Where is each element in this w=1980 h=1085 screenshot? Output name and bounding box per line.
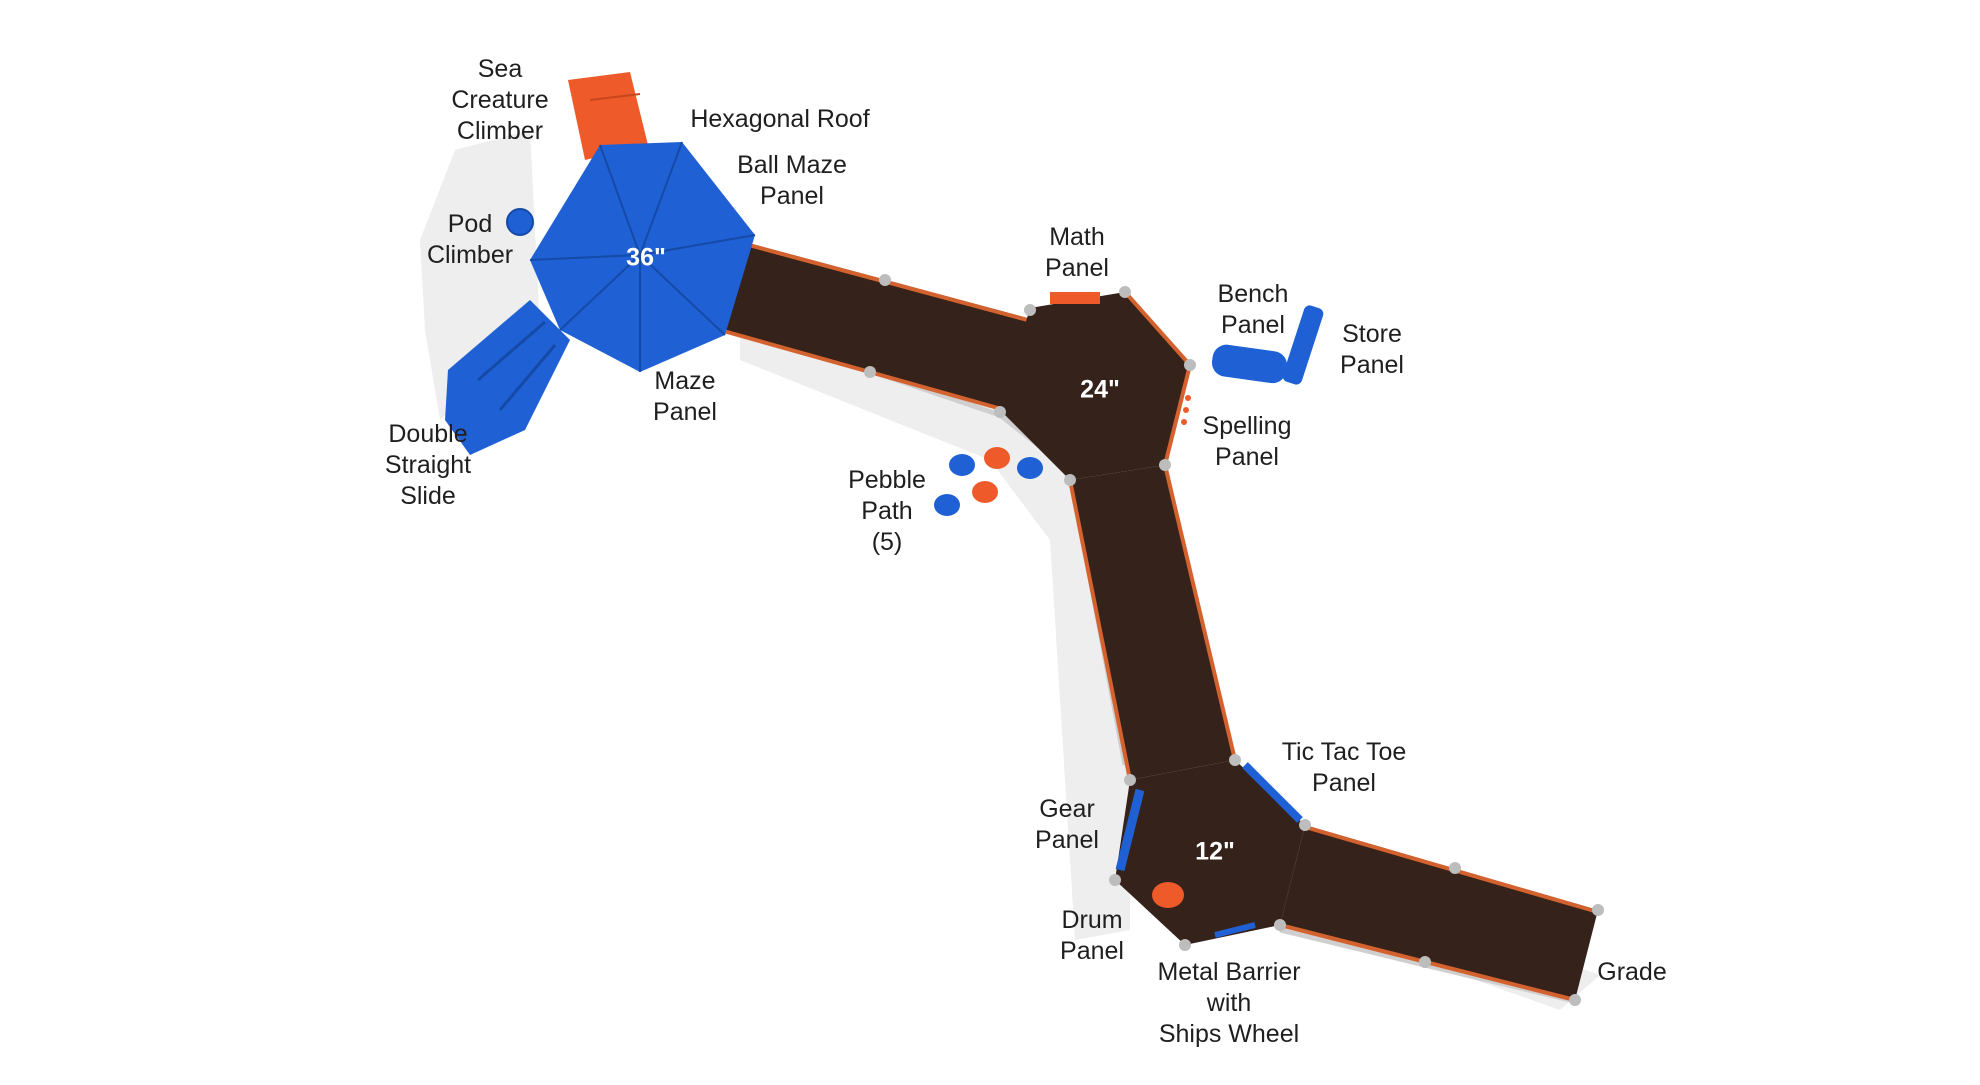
middle-deck-surface (1000, 292, 1190, 480)
bench-panel (1211, 344, 1288, 384)
deck-height-36: 36" (626, 243, 666, 272)
gear-panel (1115, 788, 1145, 872)
label-grade: Grade (1597, 958, 1667, 986)
sea-creature-climber (568, 72, 648, 160)
store-panel (1282, 305, 1324, 385)
deck-height-12: 12" (1195, 837, 1235, 866)
metal-barrier (1214, 922, 1256, 938)
pebble-path (934, 447, 1043, 516)
math-panel (1050, 292, 1100, 304)
ramp (1279, 825, 1599, 1002)
upper-trim-bottom (719, 328, 1006, 412)
spelling-panel (1181, 395, 1191, 425)
upper-deck-surface (720, 242, 1035, 410)
vertical-deck-surface (1070, 465, 1235, 780)
pod-climber (506, 208, 534, 236)
drum-panel (1152, 882, 1184, 908)
label-hexagonal-roof: Hexagonal Roof (690, 105, 870, 133)
tic-tac-toe-panel (1242, 762, 1303, 823)
hexagonal-roof (529, 141, 756, 372)
deck-height-24: 24" (1080, 375, 1120, 404)
vertical-walkway (1068, 464, 1237, 781)
ramp-surface (1280, 825, 1598, 1000)
double-straight-slide (445, 300, 570, 455)
